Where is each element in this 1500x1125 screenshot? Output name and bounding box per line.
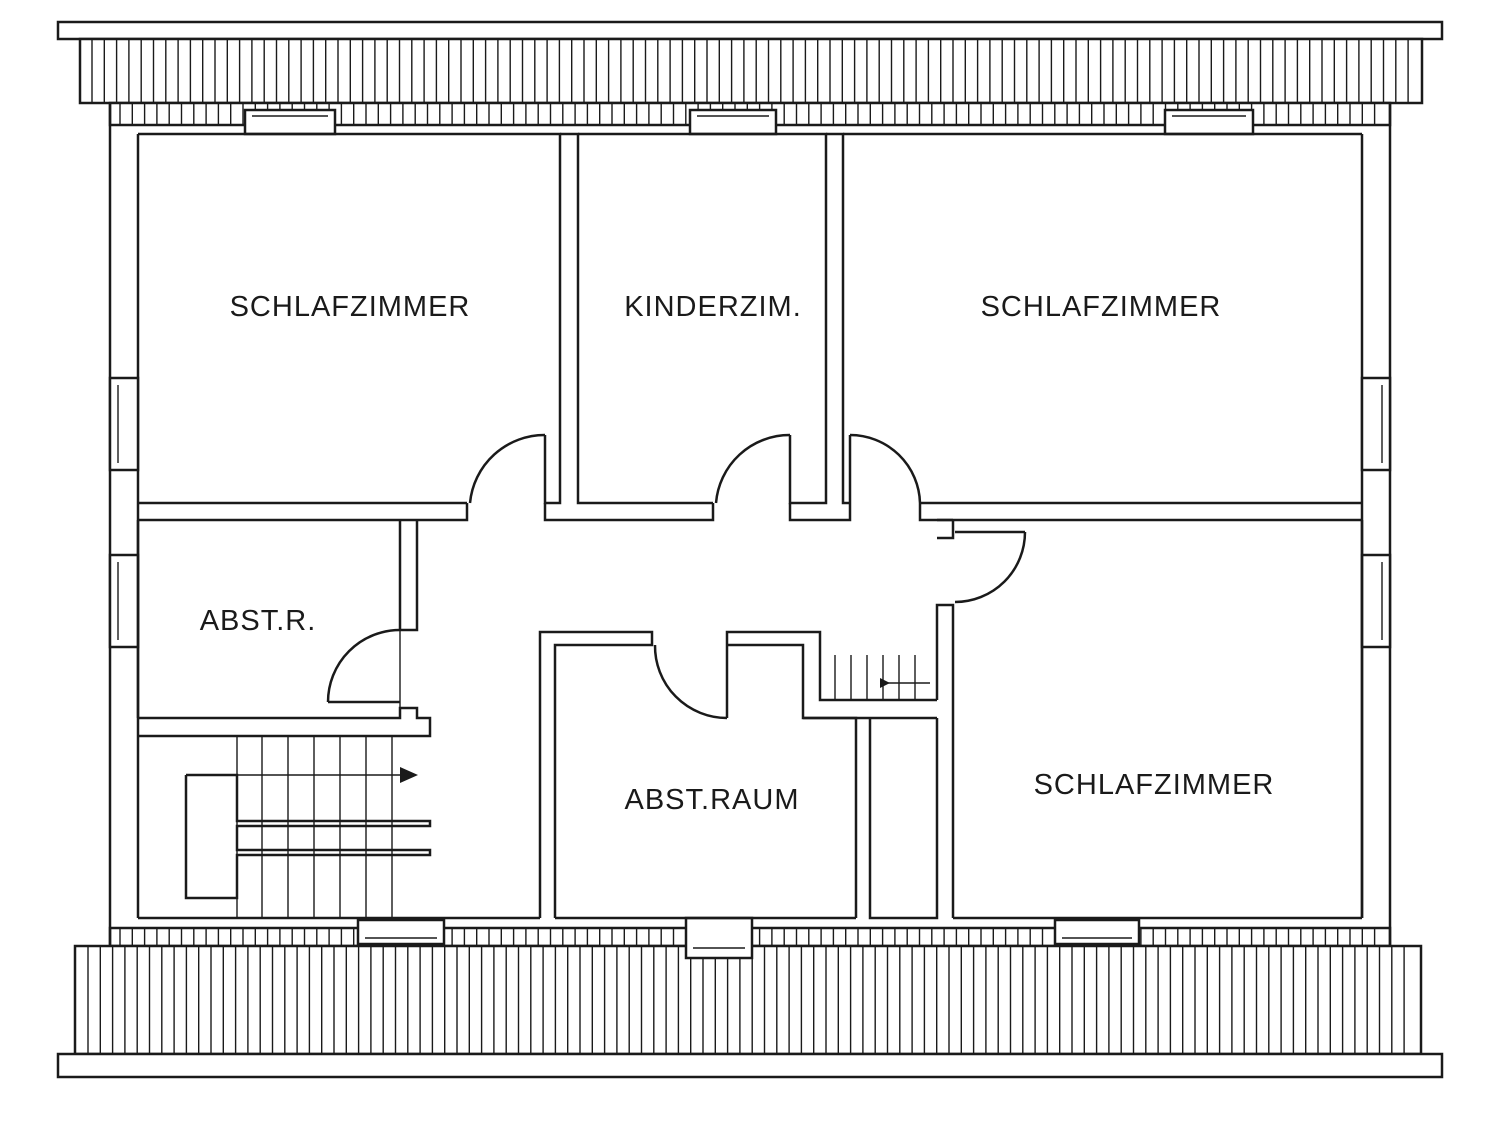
roof-top bbox=[56, 20, 1444, 127]
stairs-left bbox=[184, 736, 432, 918]
stairs-right bbox=[834, 655, 930, 700]
room-label-storage-small: ABST.R. bbox=[200, 605, 317, 637]
room-label-bedroom-top-right: SCHLAFZIMMER bbox=[981, 291, 1222, 323]
roof-bottom bbox=[56, 926, 1444, 1079]
doors bbox=[326, 433, 1027, 720]
interior-walls bbox=[136, 132, 1364, 920]
windows-top bbox=[243, 108, 1255, 136]
room-labels: SCHLAFZIMMER KINDERZIM. SCHLAFZIMMER ABS… bbox=[200, 291, 1275, 816]
room-label-kids-room: KINDERZIM. bbox=[624, 291, 802, 323]
windows-bottom bbox=[356, 916, 1141, 960]
windows-side bbox=[108, 376, 1392, 649]
room-label-bedroom-top-left: SCHLAFZIMMER bbox=[230, 291, 471, 323]
room-label-storage-room: ABST.RAUM bbox=[625, 784, 800, 816]
room-label-bedroom-bottom-right: SCHLAFZIMMER bbox=[1034, 769, 1275, 801]
outer-walls bbox=[108, 103, 1392, 946]
